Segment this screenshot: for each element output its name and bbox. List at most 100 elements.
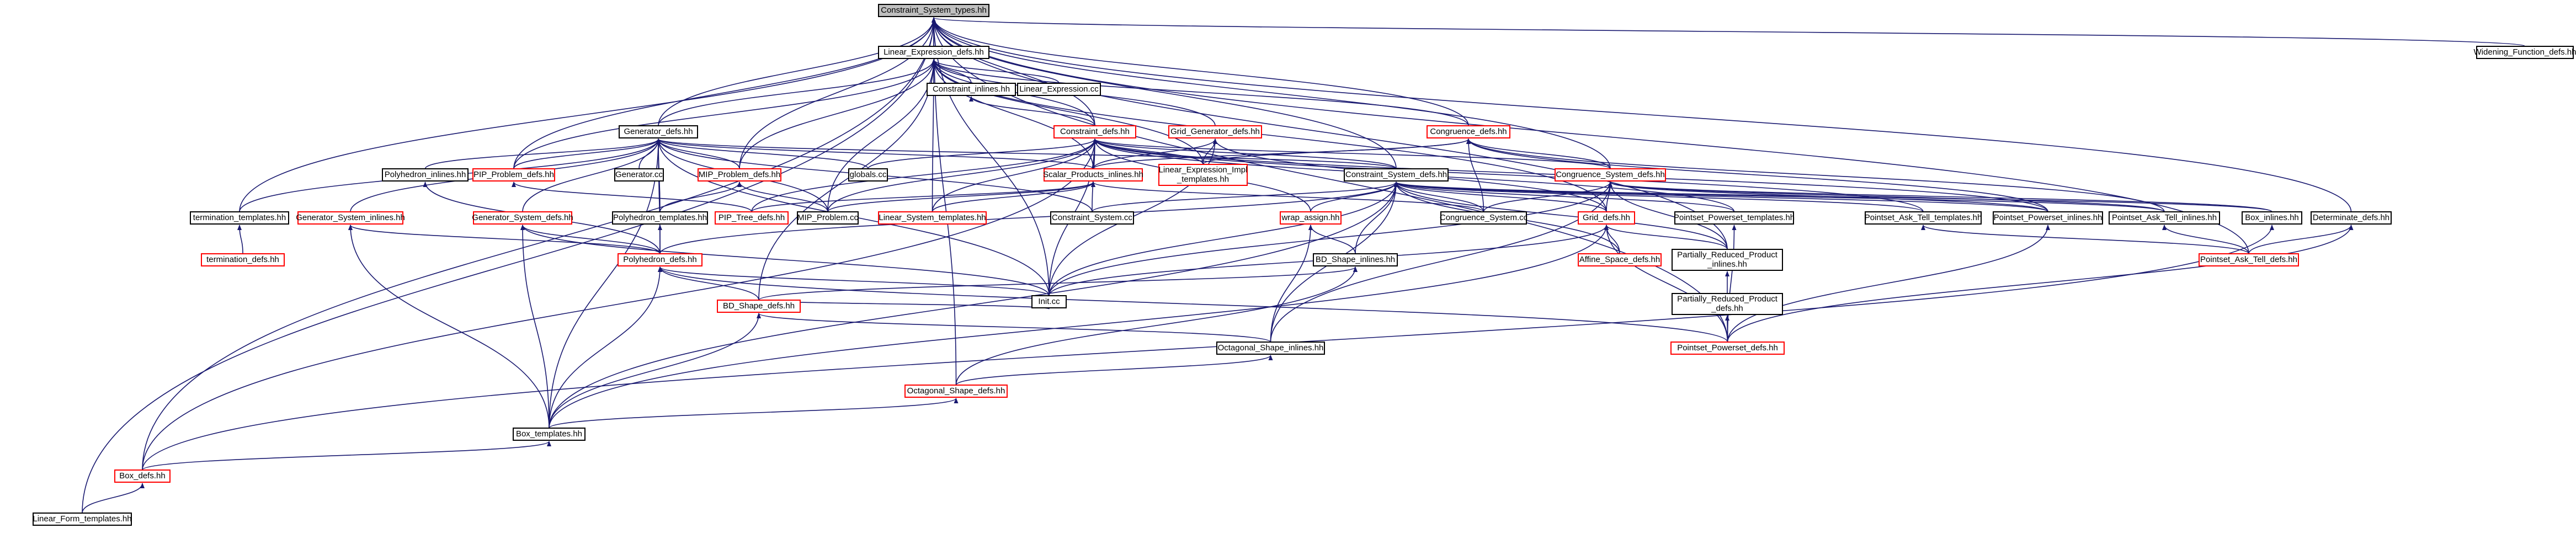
- file-node-box[interactable]: [1280, 211, 1342, 225]
- file-node-box[interactable]: [614, 168, 664, 182]
- file-node-box[interactable]: [114, 469, 171, 483]
- file-node[interactable]: Constraint_inlines.hh: [927, 83, 1016, 96]
- file-node-box[interactable]: [1053, 125, 1136, 138]
- file-node[interactable]: Generator.cc: [614, 168, 664, 182]
- file-node[interactable]: Scalar_Products_inlines.hh: [1043, 168, 1143, 182]
- file-node-box[interactable]: [715, 211, 789, 225]
- file-node[interactable]: Polyhedron_inlines.hh: [382, 168, 469, 182]
- file-node[interactable]: Pointset_Ask_Tell_defs.hh: [2199, 253, 2299, 266]
- file-node[interactable]: Pointset_Powerset_templates.hh: [1674, 211, 1795, 225]
- file-node[interactable]: Octagonal_Shape_inlines.hh: [1216, 341, 1325, 355]
- file-node-box[interactable]: [1578, 253, 1662, 266]
- file-node-box[interactable]: [612, 211, 708, 225]
- file-node[interactable]: Grid_defs.hh: [1578, 211, 1635, 225]
- file-node[interactable]: Widening_Function_defs.hh: [2474, 46, 2576, 59]
- file-node[interactable]: Constraint_defs.hh: [1053, 125, 1136, 138]
- file-node[interactable]: Congruence_System.cc: [1440, 211, 1528, 225]
- file-node-box[interactable]: [1216, 341, 1325, 355]
- file-node-box[interactable]: [382, 168, 469, 182]
- file-node[interactable]: Octagonal_Shape_defs.hh: [904, 385, 1008, 398]
- file-node[interactable]: globals.cc: [848, 168, 888, 182]
- file-node[interactable]: Congruence_System_defs.hh: [1555, 168, 1666, 182]
- file-node-box[interactable]: [1344, 168, 1449, 182]
- file-node-box[interactable]: [1313, 253, 1398, 266]
- file-node-box[interactable]: [201, 253, 285, 266]
- file-node-box[interactable]: [1031, 295, 1067, 308]
- file-node[interactable]: wrap_assign.hh: [1280, 211, 1342, 225]
- file-node-box[interactable]: [190, 211, 289, 225]
- file-node[interactable]: Constraint_System_types.hh: [878, 4, 989, 17]
- file-node-box[interactable]: [2242, 211, 2302, 225]
- file-node[interactable]: Affine_Space_defs.hh: [1578, 253, 1662, 266]
- file-node[interactable]: PIP_Tree_defs.hh: [715, 211, 789, 225]
- file-node[interactable]: Init.cc: [1031, 295, 1067, 308]
- file-node[interactable]: Box_defs.hh: [114, 469, 171, 483]
- file-node-box[interactable]: [1672, 293, 1783, 315]
- file-node-box[interactable]: [619, 125, 698, 138]
- file-node-box[interactable]: [904, 385, 1008, 398]
- file-node[interactable]: Polyhedron_defs.hh: [618, 253, 702, 266]
- file-node-box[interactable]: [1168, 125, 1262, 138]
- file-node-box[interactable]: [1993, 211, 2103, 225]
- file-node[interactable]: Generator_System_defs.hh: [472, 211, 573, 225]
- file-node-box[interactable]: [1578, 211, 1635, 225]
- file-node-box[interactable]: [878, 211, 987, 225]
- file-node[interactable]: Linear_System_templates.hh: [878, 211, 987, 225]
- file-node-box[interactable]: [513, 428, 586, 441]
- file-node-box[interactable]: [1672, 249, 1783, 271]
- file-node-box[interactable]: [698, 168, 781, 182]
- file-node[interactable]: Pointset_Ask_Tell_inlines.hh: [2109, 211, 2220, 225]
- file-node-box[interactable]: [878, 46, 989, 59]
- file-node-box[interactable]: [618, 253, 702, 266]
- file-node[interactable]: Pointset_Powerset_defs.hh: [1670, 341, 1785, 355]
- file-node[interactable]: Generator_System_inlines.hh: [296, 211, 405, 225]
- file-node[interactable]: Pointset_Powerset_inlines.hh: [1993, 211, 2103, 225]
- file-node[interactable]: termination_templates.hh: [190, 211, 289, 225]
- file-node[interactable]: Generator_defs.hh: [619, 125, 698, 138]
- file-node-box[interactable]: [1440, 211, 1527, 225]
- file-node[interactable]: Determinate_defs.hh: [2311, 211, 2392, 225]
- file-node-box[interactable]: [848, 168, 888, 182]
- file-node-box[interactable]: [717, 300, 801, 313]
- file-node-box[interactable]: [297, 211, 403, 225]
- file-node-box[interactable]: [1865, 211, 1982, 225]
- file-node-box[interactable]: [1670, 341, 1785, 355]
- file-node-box[interactable]: [1050, 211, 1134, 225]
- file-node-box[interactable]: [473, 211, 572, 225]
- file-node[interactable]: Constraint_System.cc: [1050, 211, 1134, 225]
- file-node[interactable]: Partially_Reduced_Product_defs.hh: [1672, 293, 1783, 315]
- file-node[interactable]: Constraint_System_defs.hh: [1344, 168, 1449, 182]
- file-node[interactable]: MIP_Problem.cc: [797, 211, 859, 225]
- file-node-box[interactable]: [472, 168, 555, 182]
- file-node[interactable]: PIP_Problem_defs.hh: [472, 168, 555, 182]
- file-node-box[interactable]: [1674, 211, 1794, 225]
- file-node[interactable]: Linear_Expression_Impl_templates.hh: [1158, 164, 1248, 186]
- file-node[interactable]: Congruence_defs.hh: [1427, 125, 1510, 138]
- file-node[interactable]: termination_defs.hh: [201, 253, 285, 266]
- file-node-box[interactable]: [1427, 125, 1510, 138]
- file-node[interactable]: Linear_Expression.cc: [1017, 83, 1101, 96]
- file-node[interactable]: BD_Shape_defs.hh: [717, 300, 801, 313]
- file-node-box[interactable]: [2199, 253, 2299, 266]
- file-node-box[interactable]: [797, 211, 859, 225]
- file-node[interactable]: Linear_Expression_defs.hh: [878, 46, 989, 59]
- file-node-box[interactable]: [1555, 168, 1666, 182]
- file-node[interactable]: Polyhedron_templates.hh: [612, 211, 708, 225]
- file-node-box[interactable]: [33, 513, 132, 526]
- file-node[interactable]: Grid_Generator_defs.hh: [1168, 125, 1262, 138]
- file-node[interactable]: BD_Shape_inlines.hh: [1313, 253, 1398, 266]
- file-node-box[interactable]: [1017, 83, 1101, 96]
- file-node-box[interactable]: [1044, 168, 1143, 182]
- file-node[interactable]: Box_templates.hh: [513, 428, 586, 441]
- file-node-box[interactable]: [1158, 164, 1248, 186]
- file-node-box[interactable]: [927, 83, 1016, 96]
- file-node[interactable]: Linear_Form_templates.hh: [33, 513, 132, 526]
- file-node[interactable]: Pointset_Ask_Tell_templates.hh: [1865, 211, 1982, 225]
- file-node-box[interactable]: [2109, 211, 2220, 225]
- file-node-box[interactable]: [878, 4, 989, 17]
- file-node[interactable]: Box_inlines.hh: [2242, 211, 2302, 225]
- file-node[interactable]: Partially_Reduced_Product_inlines.hh: [1672, 249, 1783, 271]
- file-node-box[interactable]: [2476, 46, 2574, 59]
- file-node[interactable]: MIP_Problem_defs.hh: [698, 168, 781, 182]
- file-node-box[interactable]: [2311, 211, 2392, 225]
